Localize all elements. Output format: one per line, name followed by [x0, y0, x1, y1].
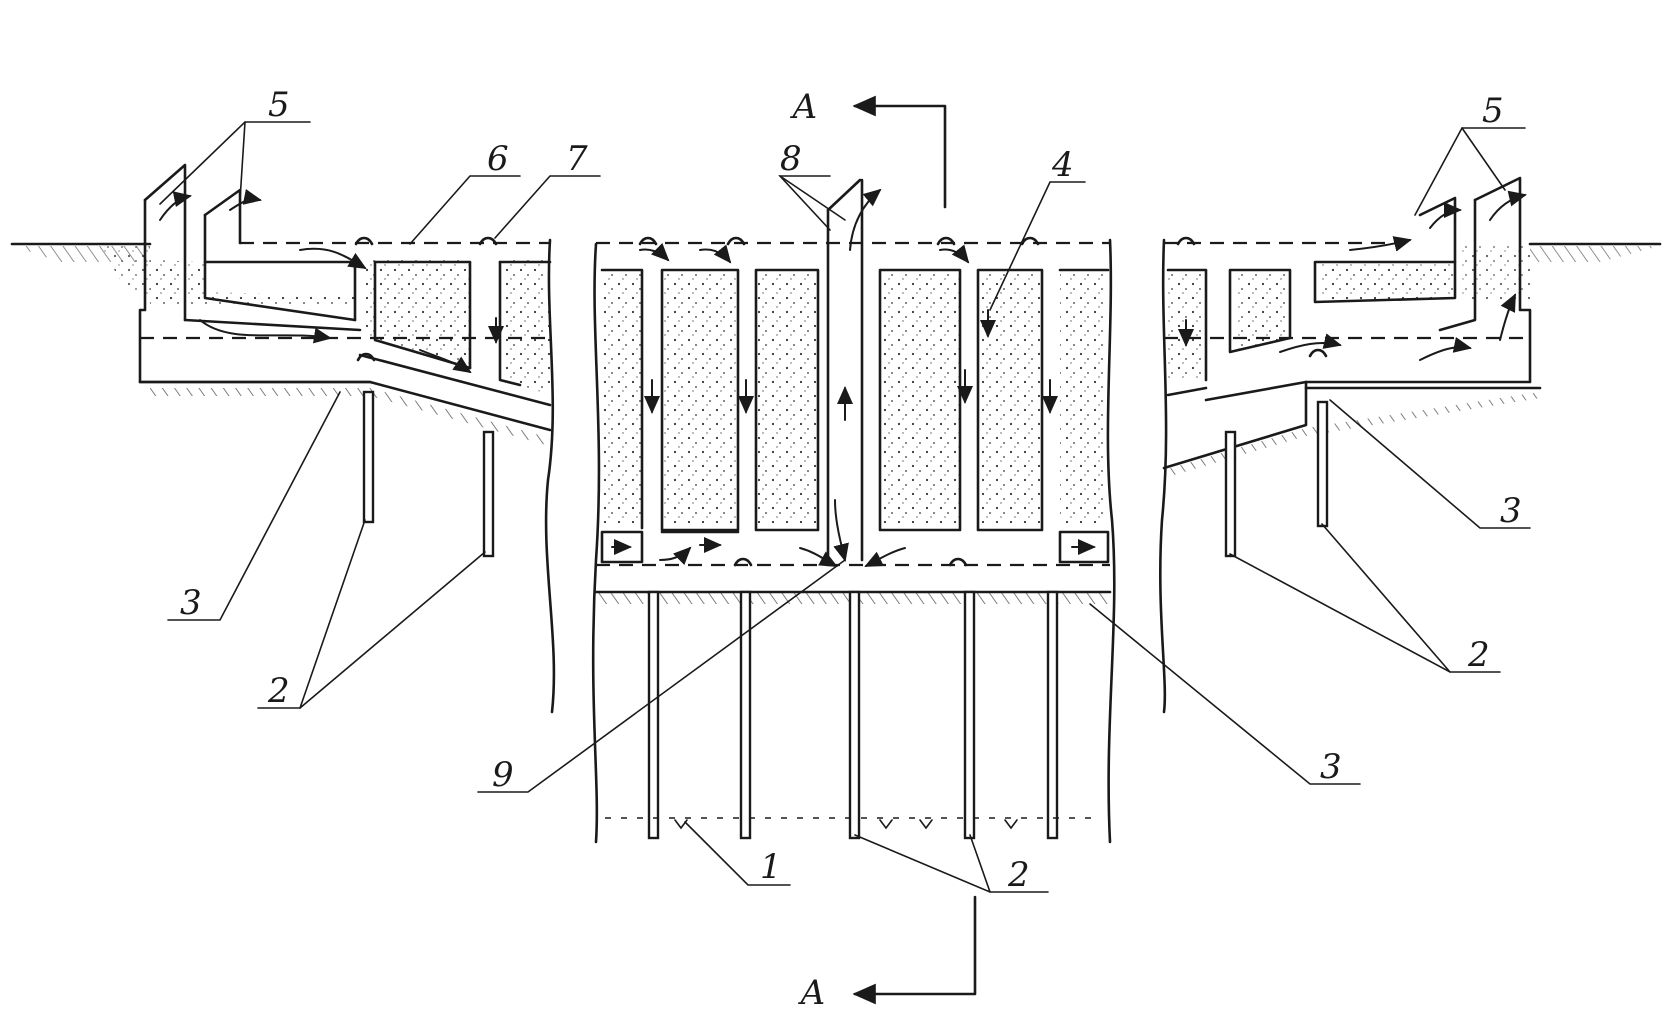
- right-gallery-structure: [1158, 176, 1542, 714]
- label-section-bottom: А: [798, 973, 826, 1013]
- section-line-a-a: [852, 95, 977, 1005]
- label-8: 8: [780, 139, 802, 179]
- label-3-right: 3: [1500, 491, 1522, 531]
- label-4: 4: [1051, 145, 1074, 185]
- label-2-center: 2: [1007, 855, 1030, 895]
- label-3-left: 3: [180, 583, 202, 623]
- central-soil-block: [602, 273, 642, 523]
- label-6: 6: [487, 139, 509, 179]
- label-5-right: 5: [1482, 91, 1504, 131]
- left-gallery-structure: [100, 163, 556, 714]
- label-1: 1: [760, 847, 782, 887]
- label-7: 7: [566, 139, 588, 179]
- label-9: 9: [492, 755, 514, 795]
- leader-lines: [159, 121, 1531, 893]
- left-soil-fill: [150, 244, 355, 305]
- label-section-top: А: [790, 87, 818, 127]
- label-3-center: 3: [1320, 747, 1342, 787]
- callout-labels: 5 6 7 8 4 5 А А 3 2 9 1 2 3 3 2: [180, 85, 1522, 1013]
- central-gallery-structure: [591, 178, 1116, 844]
- ground-surface: [10, 242, 1662, 262]
- label-2-right: 2: [1467, 635, 1490, 675]
- label-2-left: 2: [267, 671, 290, 711]
- label-5-left: 5: [268, 85, 290, 125]
